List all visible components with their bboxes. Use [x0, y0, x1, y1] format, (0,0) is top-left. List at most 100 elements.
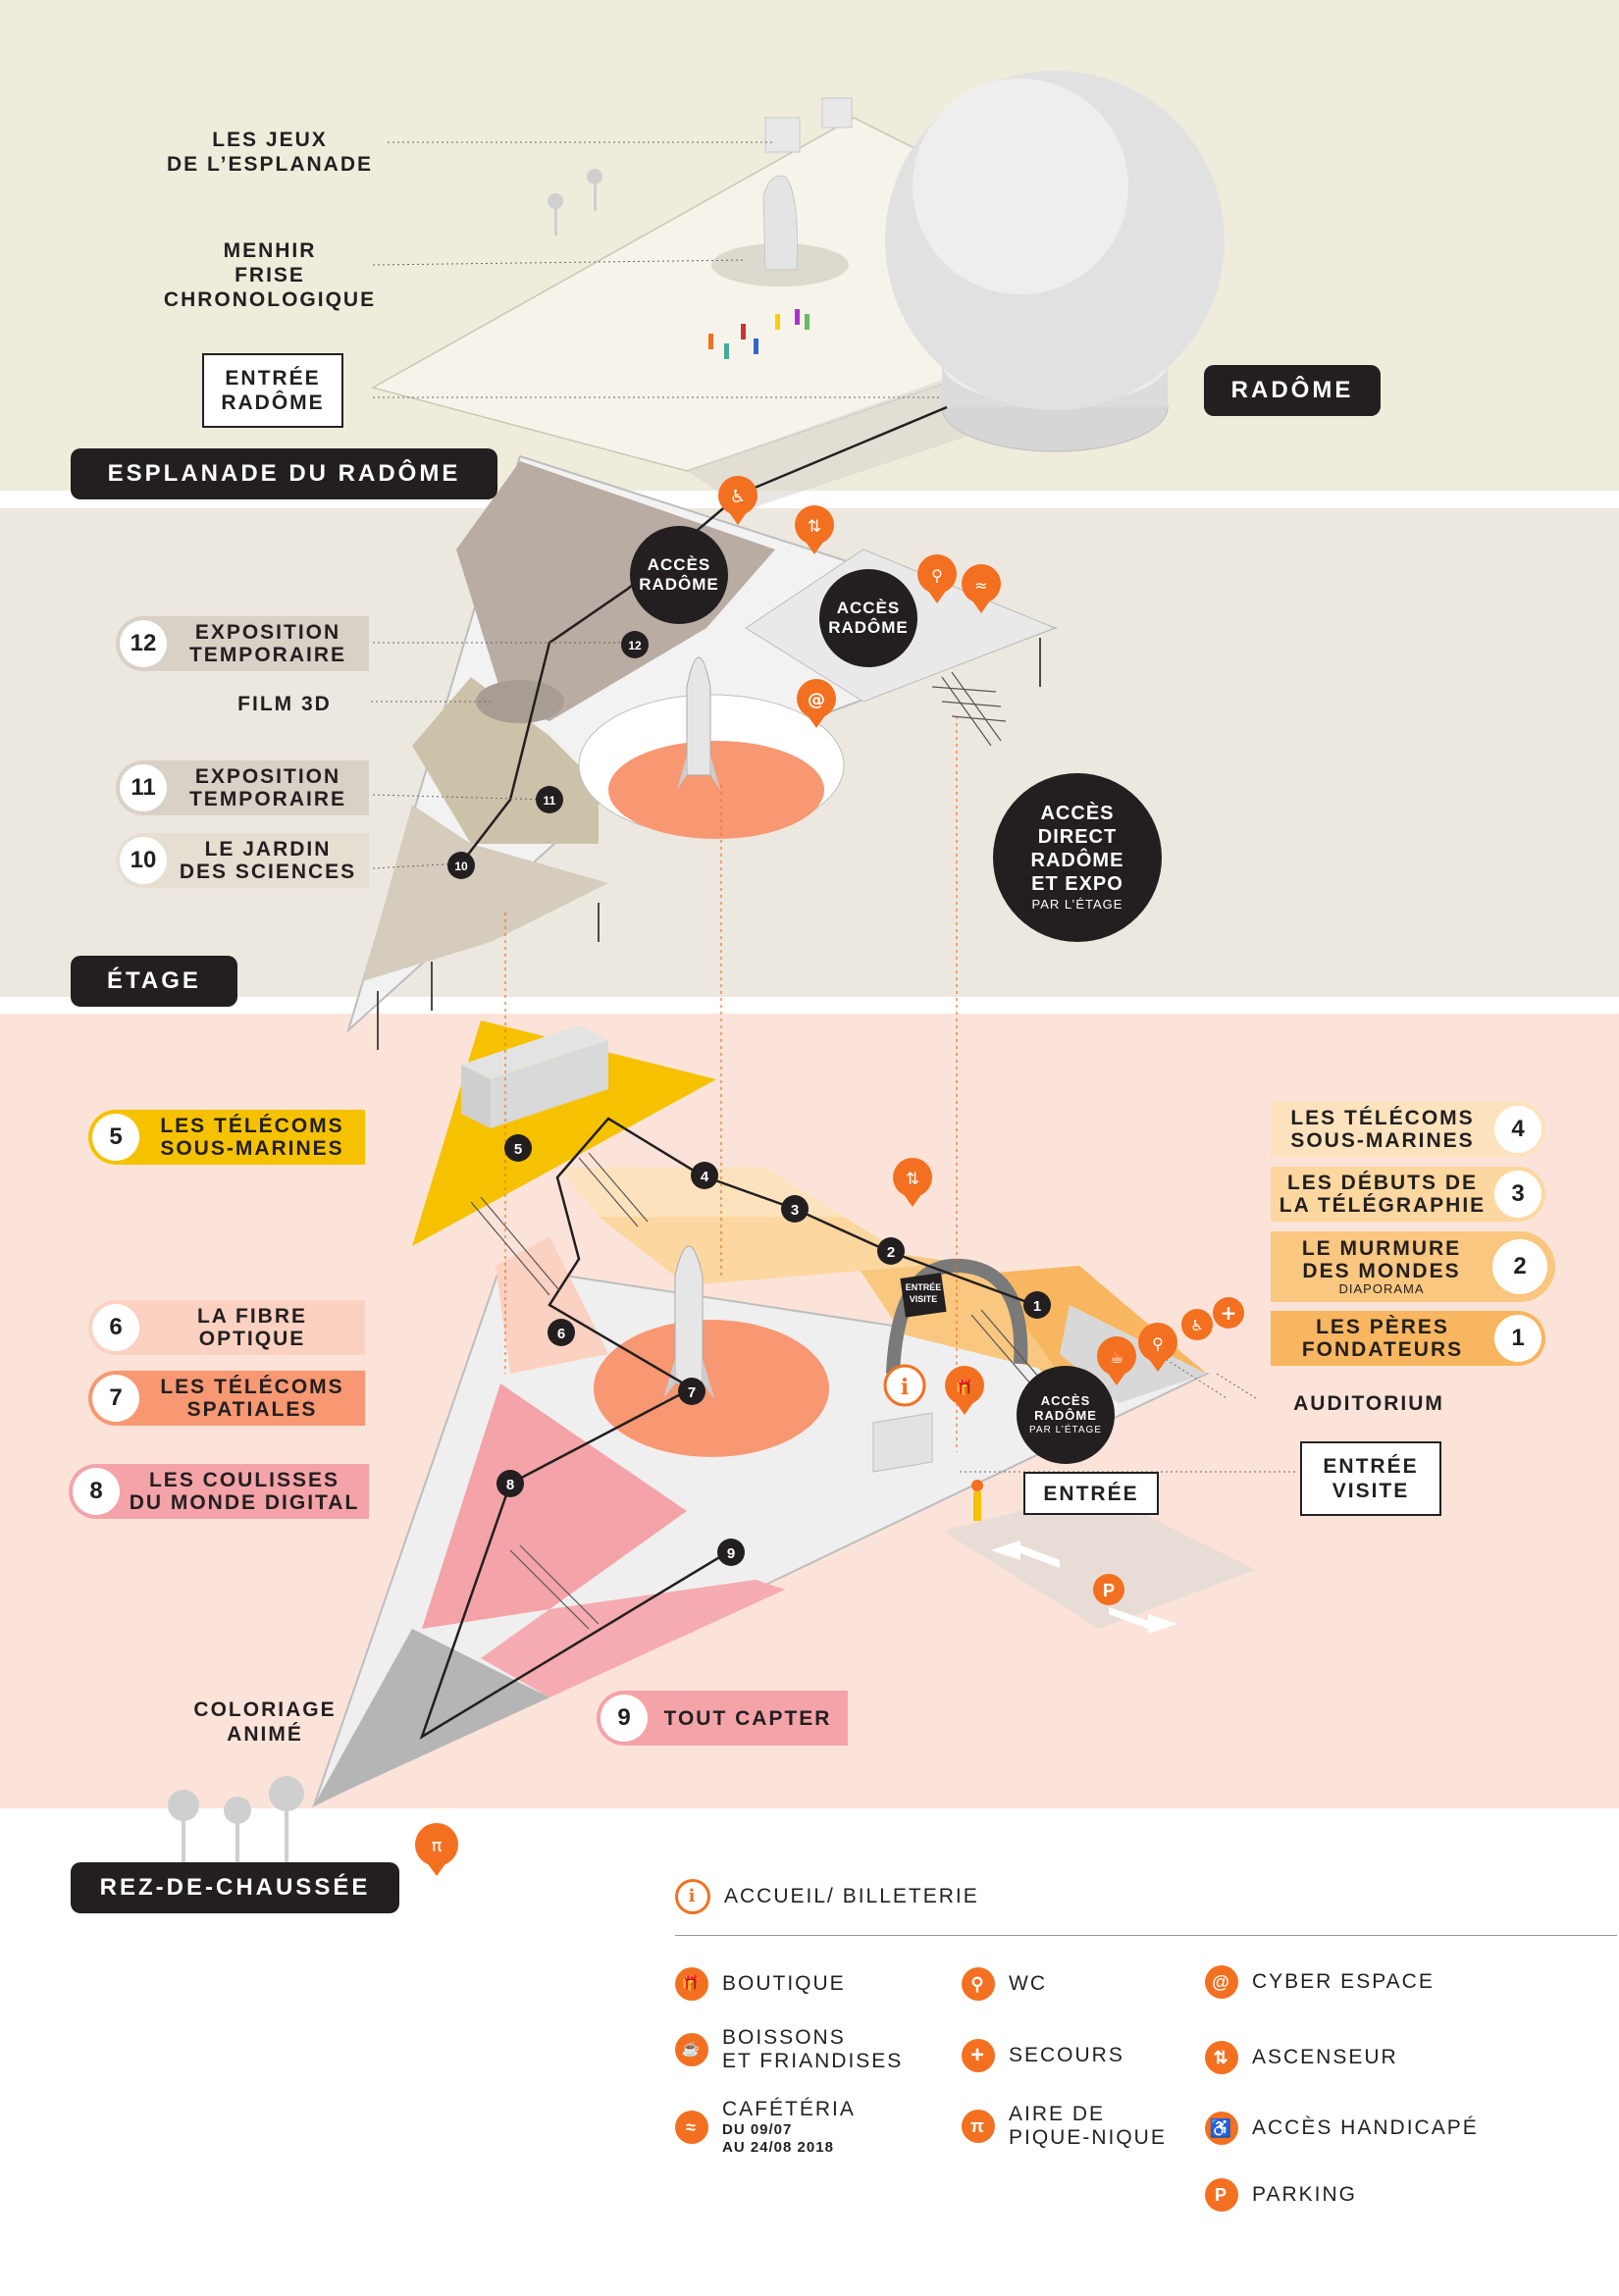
pin-wheelchair-rdc-icon[interactable]: ♿: [1181, 1309, 1213, 1340]
svg-text:⚲: ⚲: [931, 566, 943, 585]
map-marker-2[interactable]: 2: [877, 1237, 905, 1265]
pin-picnic-table-icon[interactable]: π: [415, 1823, 458, 1876]
elevator-icon: ⇅: [1205, 2041, 1238, 2074]
rdc-rocket: [663, 1245, 714, 1398]
legend-accueil-label: ACCUEIL/ BILLETERIE: [724, 1885, 979, 1907]
svg-text:P: P: [1103, 1581, 1115, 1600]
rdc-zone-2: [844, 1246, 1060, 1374]
film-3d-ellipse: [476, 680, 564, 723]
svg-text:ENTRÉE: ENTRÉE: [906, 1282, 942, 1292]
pin-cup-icon[interactable]: ☕: [1097, 1336, 1136, 1385]
rdc-item-1-num: 1: [1494, 1315, 1541, 1362]
radome-sphere-highlight: [913, 78, 1128, 294]
rdc-item-9-text: TOUT CAPTER: [663, 1706, 832, 1730]
etage-item-10-num: 10: [120, 837, 167, 884]
entree-radome-line2: RADÔME: [221, 391, 325, 414]
acces-radome-rdc-bubble[interactable]: ACCÈS RADÔME PAR L’ÉTAGE: [1017, 1366, 1115, 1464]
pin-first-aid-icon[interactable]: +: [1213, 1297, 1244, 1329]
svg-text:🎁: 🎁: [956, 1379, 974, 1396]
etage-item-12-num: 12: [120, 620, 167, 667]
acces-radome-bubble-1[interactable]: ACCÈS RADÔME: [630, 526, 728, 624]
map-marker-8[interactable]: 8: [496, 1470, 524, 1497]
svg-text:12: 12: [628, 639, 642, 652]
svg-text:+: +: [1221, 1301, 1237, 1325]
map-marker-6[interactable]: 6: [548, 1319, 575, 1346]
label-entree: ENTRÉE: [1023, 1472, 1159, 1515]
map-marker-3[interactable]: 3: [781, 1195, 809, 1223]
legend-divider: [675, 1935, 1617, 1936]
svg-text:☕: ☕: [1110, 1348, 1123, 1367]
rdc-item-3-num: 3: [1494, 1171, 1541, 1218]
svg-text:♿: ♿: [730, 487, 746, 507]
acces-direct-bubble[interactable]: ACCÈS DIRECT RADÔME ET EXPO PAR L’ÉTAGE: [993, 773, 1162, 942]
label-auditorium: AUDITORIUM: [1293, 1392, 1444, 1415]
wheelchair-icon: ♿: [1205, 2112, 1238, 2145]
map-marker-1[interactable]: 1: [1023, 1291, 1051, 1319]
rdc-item-6-num: 6: [92, 1304, 139, 1351]
rdc-zone-9: [481, 1580, 785, 1697]
pin-wc-icon[interactable]: ⚲: [917, 554, 957, 603]
svg-text:≈: ≈: [974, 576, 987, 595]
entree-radome-line1: ENTRÉE: [225, 367, 321, 390]
legend-cyber: @ CYBER ESPACE: [1205, 1965, 1435, 1999]
menhir-stone: [762, 175, 798, 271]
pin-hotdog-icon[interactable]: ≈: [962, 564, 1001, 613]
rdc-item-9[interactable]: 9 TOUT CAPTER: [597, 1691, 848, 1746]
map-marker-9[interactable]: 9: [717, 1539, 745, 1566]
at-icon: @: [1205, 1965, 1238, 1999]
acces-radome-bubble-2[interactable]: ACCÈS RADÔME: [819, 569, 917, 667]
pin-wc-rdc-icon[interactable]: ⚲: [1138, 1323, 1177, 1372]
map-marker-11[interactable]: 11: [536, 786, 563, 813]
rdc-zone-coloriage: [314, 1629, 549, 1805]
pin-elevator-icon[interactable]: ⇅: [795, 505, 834, 554]
map-marker-12[interactable]: 12: [621, 631, 649, 658]
etage-zone-12: [456, 461, 775, 721]
ground-trees: [168, 1776, 304, 1864]
pin-gift-icon[interactable]: 🎁: [945, 1366, 984, 1415]
pin-wheelchair-icon[interactable]: ♿: [718, 476, 757, 525]
map-marker-7[interactable]: 7: [678, 1378, 705, 1405]
jeux-structure-a: [764, 117, 801, 153]
legend-wc-label: WC: [1009, 1972, 1047, 1995]
map-marker-10[interactable]: 10: [447, 852, 475, 879]
rdc-item-9-num: 9: [601, 1695, 648, 1742]
cup-icon: ☕: [675, 2033, 708, 2066]
svg-text:⇅: ⇅: [906, 1170, 919, 1189]
svg-text:5: 5: [514, 1141, 522, 1158]
first-aid-icon: +: [962, 2039, 995, 2072]
pin-at-icon[interactable]: @: [797, 679, 836, 728]
svg-text:⚲: ⚲: [1152, 1334, 1164, 1353]
jeux-line1: LES JEUX: [212, 129, 328, 151]
legend-cyber-label: CYBER ESPACE: [1252, 1970, 1435, 1993]
pin-info-icon[interactable]: i: [883, 1364, 926, 1407]
rdc-zone-4: [559, 1168, 844, 1217]
map-marker-5[interactable]: 5: [504, 1134, 532, 1162]
rdc-item-8-num: 8: [73, 1468, 120, 1515]
label-entree-visite: ENTRÉE VISITE: [1300, 1441, 1441, 1516]
svg-text:VISITE: VISITE: [910, 1294, 938, 1304]
hotdog-icon: ≈: [675, 2111, 708, 2144]
map-marker-4[interactable]: 4: [691, 1162, 718, 1189]
level-tag-rdc: REZ-DE-CHAUSSÉE: [71, 1862, 399, 1913]
legend-ascenseur: ⇅ ASCENSEUR: [1205, 2041, 1398, 2074]
pin-elevator-rdc-icon[interactable]: ⇅: [893, 1158, 932, 1207]
legend-handicape: ♿ ACCÈS HANDICAPÉ: [1205, 2112, 1479, 2145]
gift-icon: 🎁: [675, 1967, 708, 2001]
